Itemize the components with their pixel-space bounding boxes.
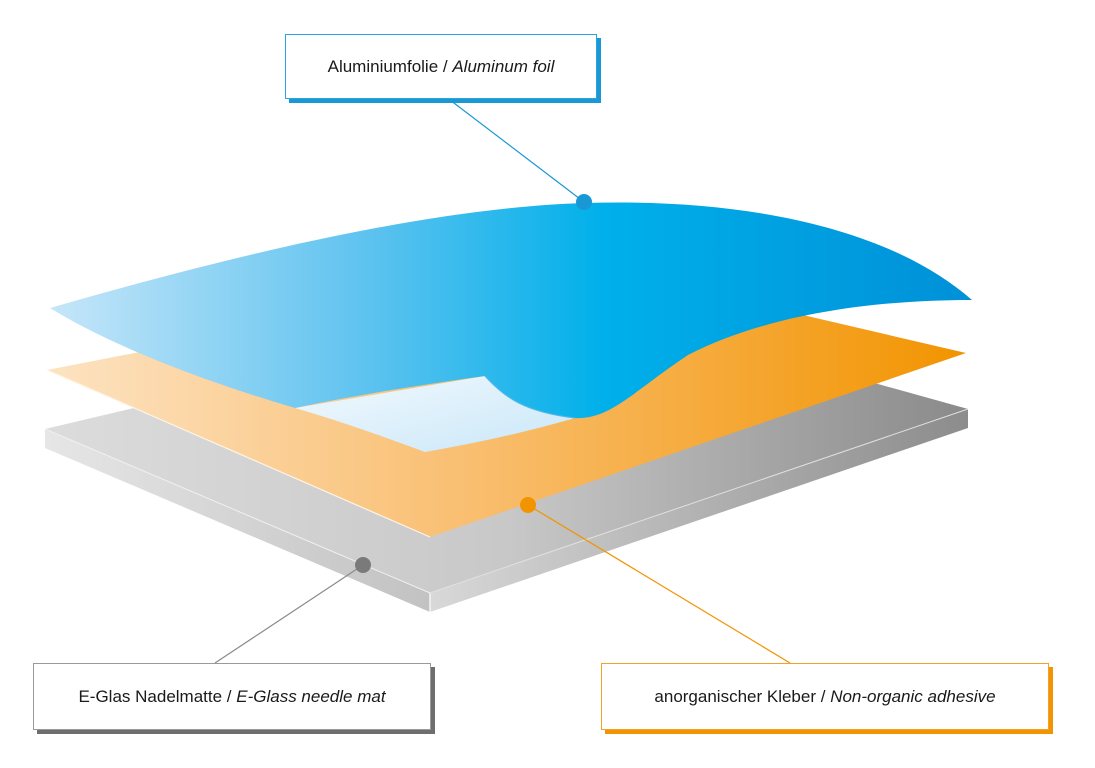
glass-mat-right-face (430, 409, 968, 612)
glass-marker-dot (355, 557, 371, 573)
foil-label-en: Aluminum foil (452, 56, 555, 76)
adhesive-marker-dot (520, 497, 536, 513)
glass-label-separator: / (222, 686, 237, 706)
glass-leader-line (214, 564, 364, 664)
glass-label-en: E-Glass needle mat (236, 686, 386, 706)
aluminum-foil-layer (50, 202, 972, 419)
foil-label-separator: / (438, 56, 453, 76)
foil-label: Aluminiumfolie / Aluminum foil (285, 34, 597, 99)
glass-mat-label: E-Glas Nadelmatte / E-Glass needle mat (33, 663, 431, 730)
adhesive-leader-line (527, 504, 791, 664)
foil-label-de: Aluminiumfolie (327, 56, 439, 76)
glass-mat-left-face (45, 429, 430, 612)
adhesive-label-separator: / (816, 686, 831, 706)
adhesive-label-en: Non-organic adhesive (830, 686, 996, 706)
foil-leader-line (449, 99, 585, 203)
glass-label-de: E-Glas Nadelmatte (78, 686, 223, 706)
foil-marker-dot (576, 194, 592, 210)
adhesive-label-de: anorganischer Kleber (654, 686, 817, 706)
adhesive-label: anorganischer Kleber / Non-organic adhes… (601, 663, 1049, 730)
